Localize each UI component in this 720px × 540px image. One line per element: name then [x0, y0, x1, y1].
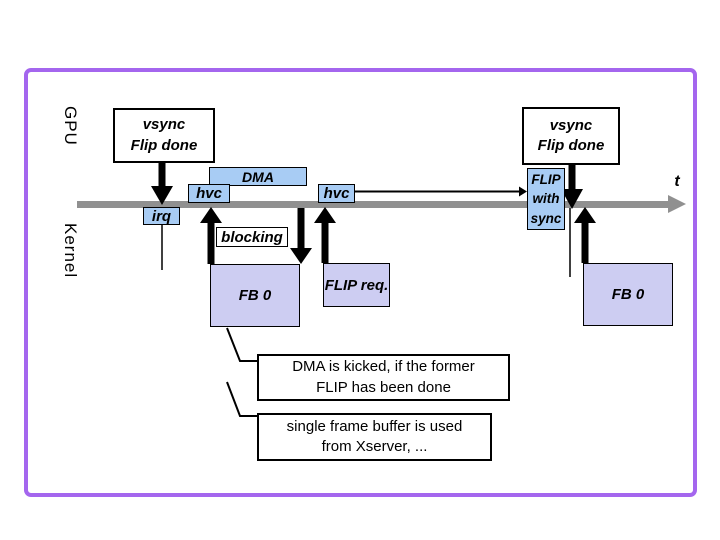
blocking-label-box: blocking: [216, 227, 288, 247]
vsync-left-down-arrow-shaft: [158, 163, 166, 186]
vsync-flip-done-box-right: vsync Flip done: [522, 107, 620, 165]
fb0-left-up-arrow-head-icon: [200, 207, 222, 223]
lane-label-kernel: Kernel: [61, 223, 80, 279]
timeline-bar: [77, 201, 668, 208]
callout-single-framebuffer: single frame buffer is used from Xserver…: [257, 413, 492, 461]
fb0-right-up-arrow-head-icon: [574, 207, 596, 223]
dma-box: DMA: [209, 167, 307, 186]
fb0-box-right: FB 0: [583, 263, 673, 326]
fb0-left-up-arrow-shaft: [207, 223, 215, 264]
callout-1-connector-line: [226, 327, 257, 362]
callout-2-connector-line: [226, 381, 257, 417]
vsync-right-down-arrow-shaft: [568, 165, 576, 189]
flip-req-up-arrow-shaft: [321, 223, 329, 263]
flip-req-up-arrow-head-icon: [314, 207, 336, 223]
vsync-left-down-arrow-head-icon: [151, 186, 173, 205]
fb0-right-up-arrow-shaft: [581, 223, 589, 263]
dma-down-arrow-head-icon: [290, 248, 312, 264]
callout-dma-kicked: DMA is kicked, if the former FLIP has be…: [257, 354, 510, 401]
hvc-box-first: hvc: [188, 184, 230, 203]
irq-box: irq: [143, 207, 180, 225]
hvc-to-flip-arrowhead-icon: [519, 186, 527, 197]
hvc-box-second: hvc: [318, 184, 355, 203]
flip-req-box: FLIP req.: [323, 263, 390, 307]
time-axis-label: t: [674, 173, 680, 190]
vsync-right-down-arrow-head-icon: [561, 189, 583, 209]
flip-with-sync-box: FLIP with sync: [527, 168, 565, 230]
fb0-box-left: FB 0: [210, 264, 300, 327]
lane-label-gpu: GPU: [61, 106, 80, 146]
timeline-arrowhead-icon: [668, 195, 686, 213]
vsync-flip-done-box-left: vsync Flip done: [113, 108, 215, 163]
dma-down-arrow-shaft: [297, 208, 305, 248]
